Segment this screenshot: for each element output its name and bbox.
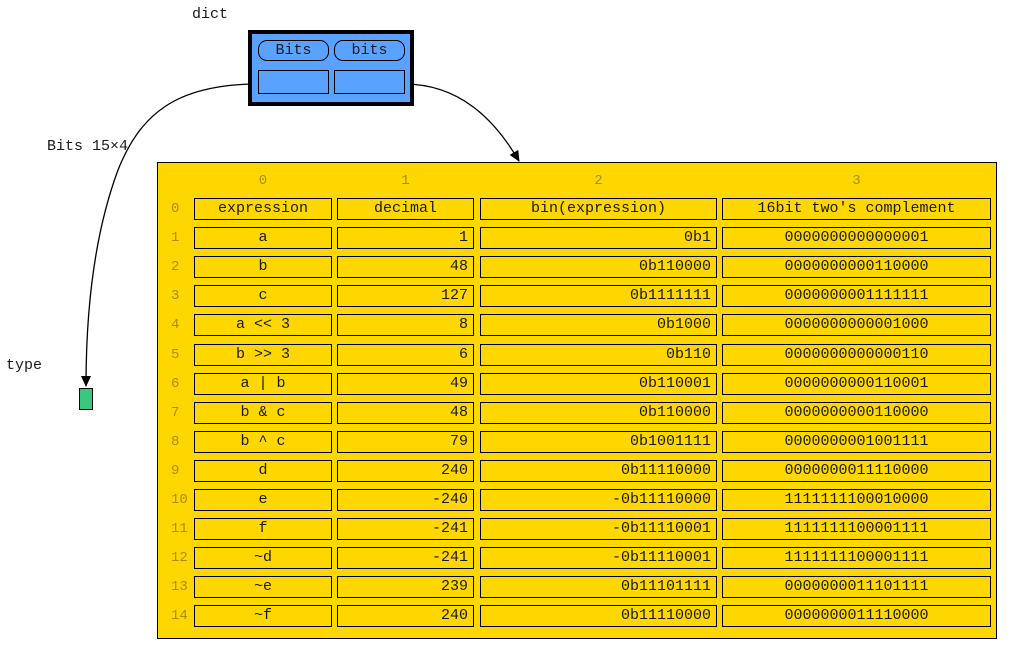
table-cell-3-2[interactable]: 0b1111111 bbox=[480, 285, 717, 308]
table-cell-1-2[interactable]: 0b1 bbox=[480, 227, 717, 250]
table-cell-6-3[interactable]: 0000000000110001 bbox=[722, 372, 991, 395]
column-index-3: 3 bbox=[852, 173, 861, 189]
table-cell-7-1[interactable]: 48 bbox=[337, 401, 474, 424]
row-index-11: 11 bbox=[171, 521, 188, 538]
table-cell-6-0[interactable]: a | b bbox=[194, 372, 332, 395]
table-cell-5-3[interactable]: 0000000000000110 bbox=[722, 343, 991, 366]
row-index-2: 2 bbox=[171, 259, 180, 276]
table-cell-4-0[interactable]: a << 3 bbox=[194, 314, 332, 337]
table-header-cell-0-0[interactable]: expression bbox=[194, 198, 332, 220]
row-index-9: 9 bbox=[171, 462, 180, 479]
table-cell-12-3[interactable]: 1111111100001111 bbox=[722, 547, 991, 570]
table-cell-14-0[interactable]: ~f bbox=[194, 605, 332, 628]
row-index-3: 3 bbox=[171, 288, 180, 305]
column-index-1: 1 bbox=[401, 173, 410, 189]
table-cell-12-2[interactable]: -0b11110001 bbox=[480, 547, 717, 570]
dict-label: dict bbox=[192, 6, 229, 23]
dict-value-slot-1[interactable] bbox=[334, 70, 405, 94]
table-cell-3-0[interactable]: c bbox=[194, 285, 332, 308]
row-index-6: 6 bbox=[171, 375, 180, 392]
type-label: type bbox=[6, 357, 43, 374]
table-cell-5-0[interactable]: b >> 3 bbox=[194, 343, 332, 366]
table-cell-2-1[interactable]: 48 bbox=[337, 256, 474, 279]
table-cell-2-3[interactable]: 0000000000110000 bbox=[722, 256, 991, 279]
row-index-10: 10 bbox=[171, 492, 188, 508]
table-cell-4-1[interactable]: 8 bbox=[337, 314, 474, 337]
table-cell-13-0[interactable]: ~e bbox=[194, 576, 332, 599]
table-cell-9-3[interactable]: 0000000011110000 bbox=[722, 459, 991, 482]
table-header-cell-0-2[interactable]: bin(expression) bbox=[480, 198, 717, 220]
table-cell-9-2[interactable]: 0b11110000 bbox=[480, 459, 717, 482]
table-cell-3-1[interactable]: 127 bbox=[337, 285, 474, 308]
table-header-cell-0-3[interactable]: 16bit two's complement bbox=[722, 198, 991, 220]
row-index-8: 8 bbox=[171, 433, 180, 450]
table-cell-10-1[interactable]: -240 bbox=[337, 489, 474, 511]
table-cell-9-1[interactable]: 240 bbox=[337, 459, 474, 482]
table-cell-5-2[interactable]: 0b110 bbox=[480, 343, 717, 366]
table-cell-12-1[interactable]: -241 bbox=[337, 547, 474, 570]
row-index-5: 5 bbox=[171, 346, 180, 363]
table-cell-2-2[interactable]: 0b110000 bbox=[480, 256, 717, 279]
table-cell-8-2[interactable]: 0b1001111 bbox=[480, 430, 717, 453]
table-cell-5-1[interactable]: 6 bbox=[337, 343, 474, 366]
table-cell-13-3[interactable]: 0000000011101111 bbox=[722, 576, 991, 599]
dict-node[interactable]: Bits bits bbox=[248, 30, 414, 106]
table-cell-4-3[interactable]: 0000000000001000 bbox=[722, 314, 991, 337]
table-cell-13-2[interactable]: 0b11101111 bbox=[480, 576, 717, 599]
table-cell-11-3[interactable]: 1111111100001111 bbox=[722, 518, 991, 541]
row-index-12: 12 bbox=[171, 550, 188, 567]
type-node[interactable] bbox=[79, 388, 93, 410]
table-cell-6-2[interactable]: 0b110001 bbox=[480, 372, 717, 395]
dict-value-slot-0[interactable] bbox=[258, 70, 329, 94]
table-cell-11-1[interactable]: -241 bbox=[337, 518, 474, 541]
table-cell-7-0[interactable]: b & c bbox=[194, 401, 332, 424]
table-cell-8-1[interactable]: 79 bbox=[337, 430, 474, 453]
edge-dict-to-table bbox=[403, 83, 520, 162]
column-index-0: 0 bbox=[258, 173, 268, 189]
table-cell-10-3[interactable]: 1111111100010000 bbox=[722, 489, 991, 511]
table-cell-8-3[interactable]: 0000000001001111 bbox=[722, 430, 991, 453]
table-cell-9-0[interactable]: d bbox=[194, 459, 332, 482]
table-cell-11-2[interactable]: -0b11110001 bbox=[480, 518, 717, 541]
table-header-cell-0-1[interactable]: decimal bbox=[337, 198, 474, 220]
edge-label: Bits 15×4 bbox=[47, 138, 129, 155]
table-cell-14-1[interactable]: 240 bbox=[337, 605, 474, 628]
dict-key-0[interactable]: Bits bbox=[258, 40, 329, 61]
table-cell-11-0[interactable]: f bbox=[194, 518, 332, 541]
table-cell-13-1[interactable]: 239 bbox=[337, 576, 474, 599]
table-cell-7-2[interactable]: 0b110000 bbox=[480, 401, 717, 424]
row-index-0: 0 bbox=[171, 201, 180, 217]
table-cell-10-2[interactable]: -0b11110000 bbox=[480, 489, 717, 511]
table-cell-12-0[interactable]: ~d bbox=[194, 547, 332, 570]
table-cell-3-3[interactable]: 0000000001111111 bbox=[722, 285, 991, 308]
column-index-2: 2 bbox=[594, 173, 603, 189]
row-index-14: 14 bbox=[171, 608, 188, 625]
row-index-7: 7 bbox=[171, 404, 180, 421]
dict-key-1[interactable]: bits bbox=[334, 40, 405, 61]
table-cell-6-1[interactable]: 49 bbox=[337, 372, 474, 395]
table-cell-4-2[interactable]: 0b1000 bbox=[480, 314, 717, 337]
row-index-13: 13 bbox=[171, 579, 188, 596]
table-cell-2-0[interactable]: b bbox=[194, 256, 332, 279]
table-cell-7-3[interactable]: 0000000000110000 bbox=[722, 401, 991, 424]
table-cell-14-3[interactable]: 0000000011110000 bbox=[722, 605, 991, 628]
table-cell-14-2[interactable]: 0b11110000 bbox=[480, 605, 717, 628]
table-cell-8-0[interactable]: b ^ c bbox=[194, 430, 332, 453]
row-index-4: 4 bbox=[171, 317, 180, 334]
table-cell-1-3[interactable]: 0000000000000001 bbox=[722, 227, 991, 250]
row-index-1: 1 bbox=[171, 230, 180, 247]
table-cell-1-1[interactable]: 1 bbox=[337, 227, 474, 250]
table-cell-1-0[interactable]: a bbox=[194, 227, 332, 250]
table-cell-10-0[interactable]: e bbox=[194, 489, 332, 511]
